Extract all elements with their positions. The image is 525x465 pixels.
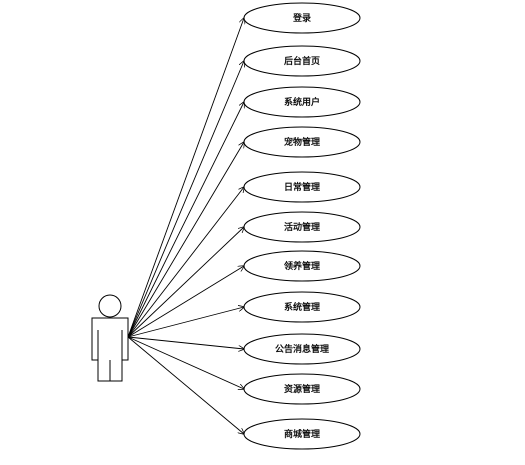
use-case-ellipse-announcement-management (243, 333, 361, 365)
actor-body (91, 317, 129, 382)
use-case-mall-management: 商城管理 (243, 418, 361, 450)
use-case-announcement-management: 公告消息管理 (243, 333, 361, 365)
use-case-login: 登录 (243, 2, 361, 34)
actor-head (98, 294, 122, 318)
use-case-label-login: 登录 (292, 12, 311, 24)
association-line-resource-management (127, 336, 244, 389)
use-case-ellipse-adoption-management (243, 250, 361, 282)
use-case-ellipse-resource-management (243, 373, 361, 405)
use-case-label-activity-management: 活动管理 (284, 221, 320, 233)
use-case-ellipse-pet-management (243, 126, 361, 158)
association-lines (127, 18, 244, 434)
use-case-label-pet-management: 宠物管理 (284, 136, 320, 148)
association-line-system-management (127, 307, 244, 338)
use-case-label-system-users: 系统用户 (284, 96, 320, 108)
use-case-label-admin-home: 后台首页 (284, 55, 320, 67)
use-case-ellipse-admin-home (243, 45, 361, 77)
use-case-label-system-management: 系统管理 (284, 301, 320, 313)
association-line-announcement-management (127, 336, 244, 349)
association-line-pet-management (127, 142, 244, 338)
use-case-daily-management: 日常管理 (243, 171, 361, 203)
use-case-pet-management: 宠物管理 (243, 126, 361, 158)
use-case-ellipse-activity-management (243, 211, 361, 243)
use-case-activity-management: 活动管理 (243, 211, 361, 243)
use-case-admin-home: 后台首页 (243, 45, 361, 77)
association-line-system-users (127, 102, 244, 338)
use-case-ellipse-system-users (243, 86, 361, 118)
use-case-system-management: 系统管理 (243, 291, 361, 323)
use-case-label-adoption-management: 领养管理 (284, 260, 320, 272)
association-line-activity-management (127, 227, 244, 338)
association-line-adoption-management (127, 266, 244, 338)
use-case-ellipse-login (243, 2, 361, 34)
association-line-daily-management (127, 187, 244, 338)
use-case-label-daily-management: 日常管理 (284, 181, 320, 193)
use-case-adoption-management: 领养管理 (243, 250, 361, 282)
use-case-label-announcement-management: 公告消息管理 (275, 343, 329, 355)
association-line-login (127, 18, 244, 338)
use-case-label-resource-management: 资源管理 (284, 383, 320, 395)
use-case-nodes: 登录后台首页系统用户宠物管理日常管理活动管理领养管理系统管理公告消息管理资源管理… (243, 2, 361, 450)
use-case-ellipse-system-management (243, 291, 361, 323)
use-case-ellipse-daily-management (243, 171, 361, 203)
association-line-mall-management (127, 336, 244, 434)
use-case-system-users: 系统用户 (243, 86, 361, 118)
actor-figure (91, 294, 129, 382)
use-case-resource-management: 资源管理 (243, 373, 361, 405)
use-case-label-mall-management: 商城管理 (284, 428, 320, 440)
use-case-ellipse-mall-management (243, 418, 361, 450)
association-line-admin-home (127, 61, 244, 338)
